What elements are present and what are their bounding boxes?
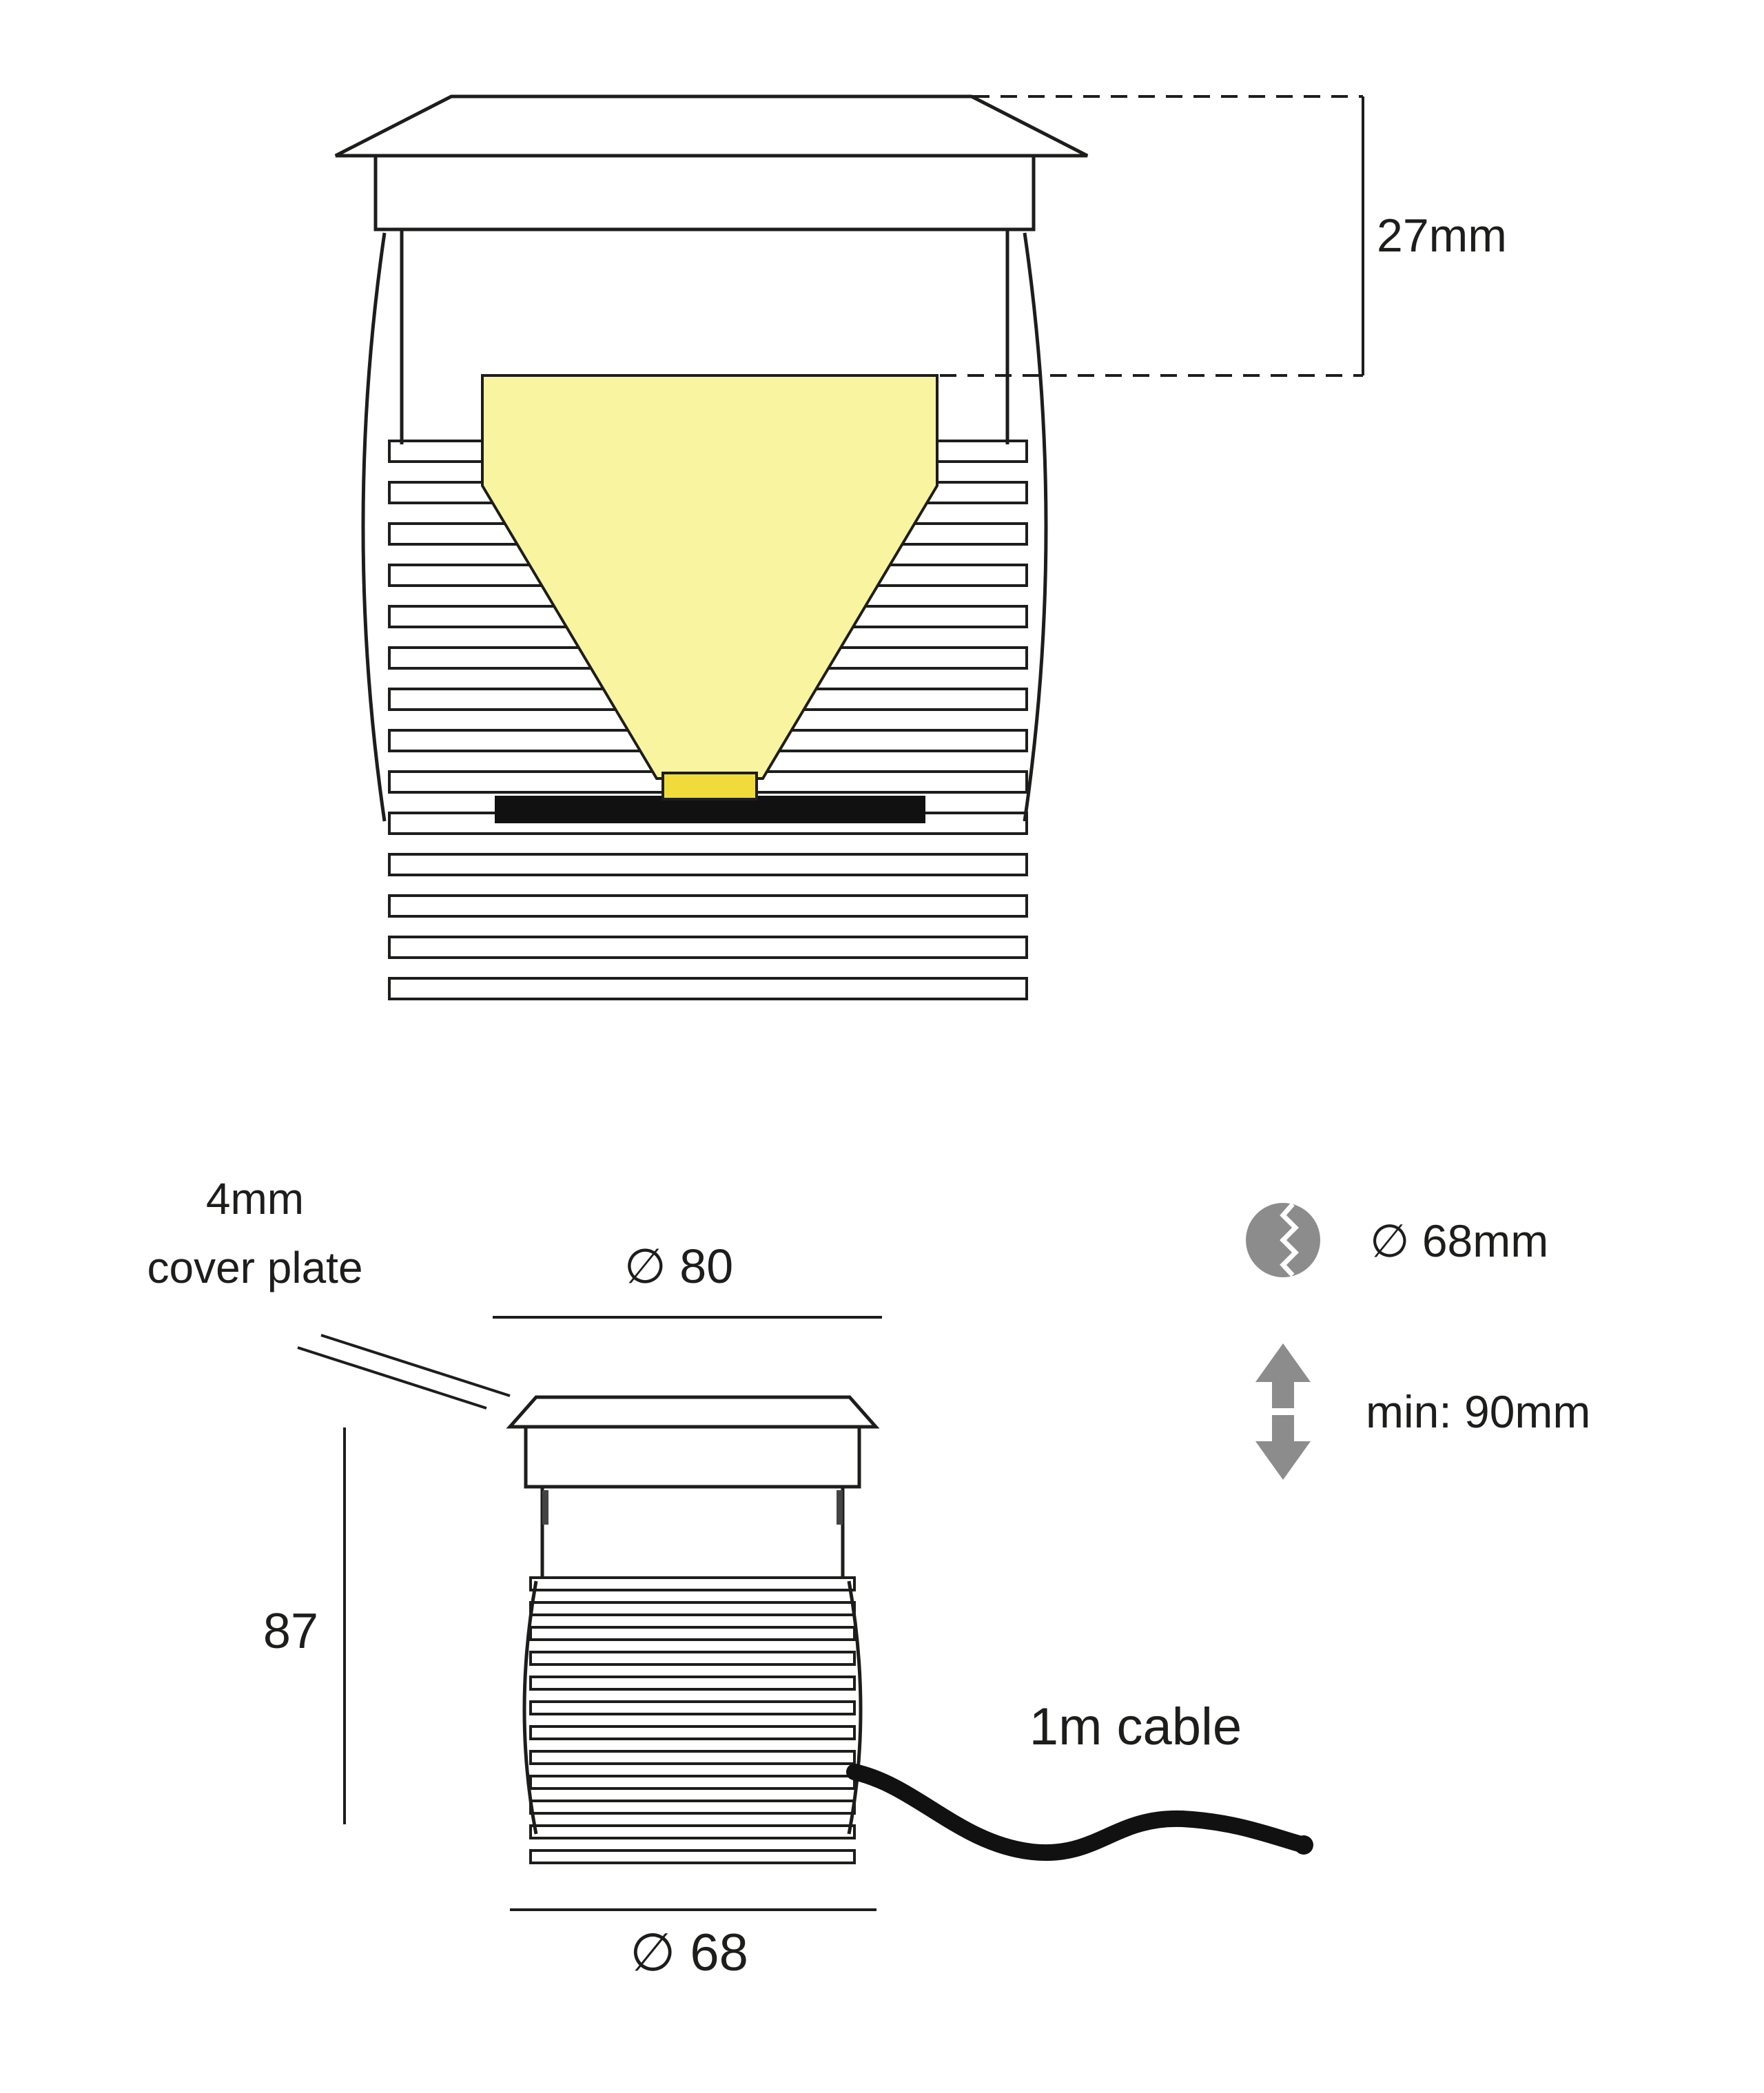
side-view: 4mm cover plate ∅ 80 bbox=[147, 1174, 1313, 1982]
double-vertical-arrow-icon-down bbox=[1255, 1415, 1311, 1480]
cover-plate-label-line1: 4mm bbox=[206, 1174, 304, 1224]
body-curve-left-side bbox=[522, 1580, 538, 1835]
fin bbox=[388, 853, 1028, 876]
cable-callout: 1m cable bbox=[846, 1698, 1313, 1862]
dimension-recess-depth: 27mm bbox=[940, 95, 1507, 377]
body-curve-left bbox=[361, 232, 387, 822]
installation-specs: ∅ 68mm min: 90mm bbox=[1246, 1202, 1590, 1480]
cover-plate-outline-side bbox=[506, 1395, 880, 1429]
heatsink-fins-side bbox=[529, 1576, 856, 1864]
double-vertical-arrow-icon-up bbox=[1255, 1343, 1311, 1408]
cutout-spec: ∅ 68mm bbox=[1246, 1202, 1548, 1277]
fin bbox=[388, 977, 1028, 1000]
cable-line bbox=[846, 1764, 1312, 1862]
fin bbox=[529, 1750, 856, 1765]
leader-line-1 bbox=[297, 1346, 487, 1410]
body-clip-right bbox=[837, 1490, 843, 1525]
fin bbox=[529, 1601, 856, 1616]
fin bbox=[529, 1800, 856, 1815]
fin bbox=[529, 1676, 856, 1691]
body-clip-left bbox=[542, 1490, 548, 1525]
dimension-top-diameter: ∅ 80 bbox=[493, 1239, 882, 1319]
min-depth-label: min: 90mm bbox=[1366, 1386, 1590, 1437]
recess-depth-label: 27mm bbox=[1377, 209, 1507, 262]
fin bbox=[529, 1576, 856, 1591]
cross-section-view: 27mm bbox=[334, 94, 1507, 1000]
leader-line-2 bbox=[320, 1334, 511, 1397]
top-diameter-label: ∅ 80 bbox=[624, 1239, 733, 1293]
body-curve-right-side bbox=[847, 1580, 863, 1835]
dimension-height: 87 bbox=[263, 1427, 346, 1824]
cable-end bbox=[1294, 1835, 1313, 1855]
annotation-cover-plate: 4mm cover plate bbox=[147, 1174, 511, 1410]
fin bbox=[388, 936, 1028, 959]
cutout-diameter-label: ∅ 68mm bbox=[1370, 1215, 1548, 1266]
dimension-bottom-diameter: ∅ 68 bbox=[510, 1908, 876, 1982]
fin bbox=[529, 1849, 856, 1864]
cover-plate-label-line2: cover plate bbox=[147, 1243, 362, 1292]
fin bbox=[529, 1626, 856, 1641]
height-label: 87 bbox=[263, 1604, 318, 1659]
cable-label: 1m cable bbox=[1029, 1698, 1242, 1756]
bottom-diameter-label: ∅ 68 bbox=[630, 1924, 748, 1982]
fin bbox=[529, 1651, 856, 1666]
fin bbox=[529, 1824, 856, 1839]
min-depth-spec: min: 90mm bbox=[1255, 1343, 1590, 1480]
led-chip bbox=[662, 772, 758, 801]
bezel-outline bbox=[373, 154, 1036, 231]
body-curve-right bbox=[1023, 232, 1048, 822]
fin bbox=[388, 894, 1028, 918]
fin bbox=[529, 1775, 856, 1790]
bezel-outline-side bbox=[524, 1425, 861, 1489]
fin bbox=[529, 1725, 856, 1740]
fin bbox=[529, 1700, 856, 1715]
cover-plate-outline bbox=[334, 94, 1089, 158]
hole-saw-icon-blade bbox=[1280, 1202, 1299, 1277]
light-beam bbox=[481, 374, 939, 780]
